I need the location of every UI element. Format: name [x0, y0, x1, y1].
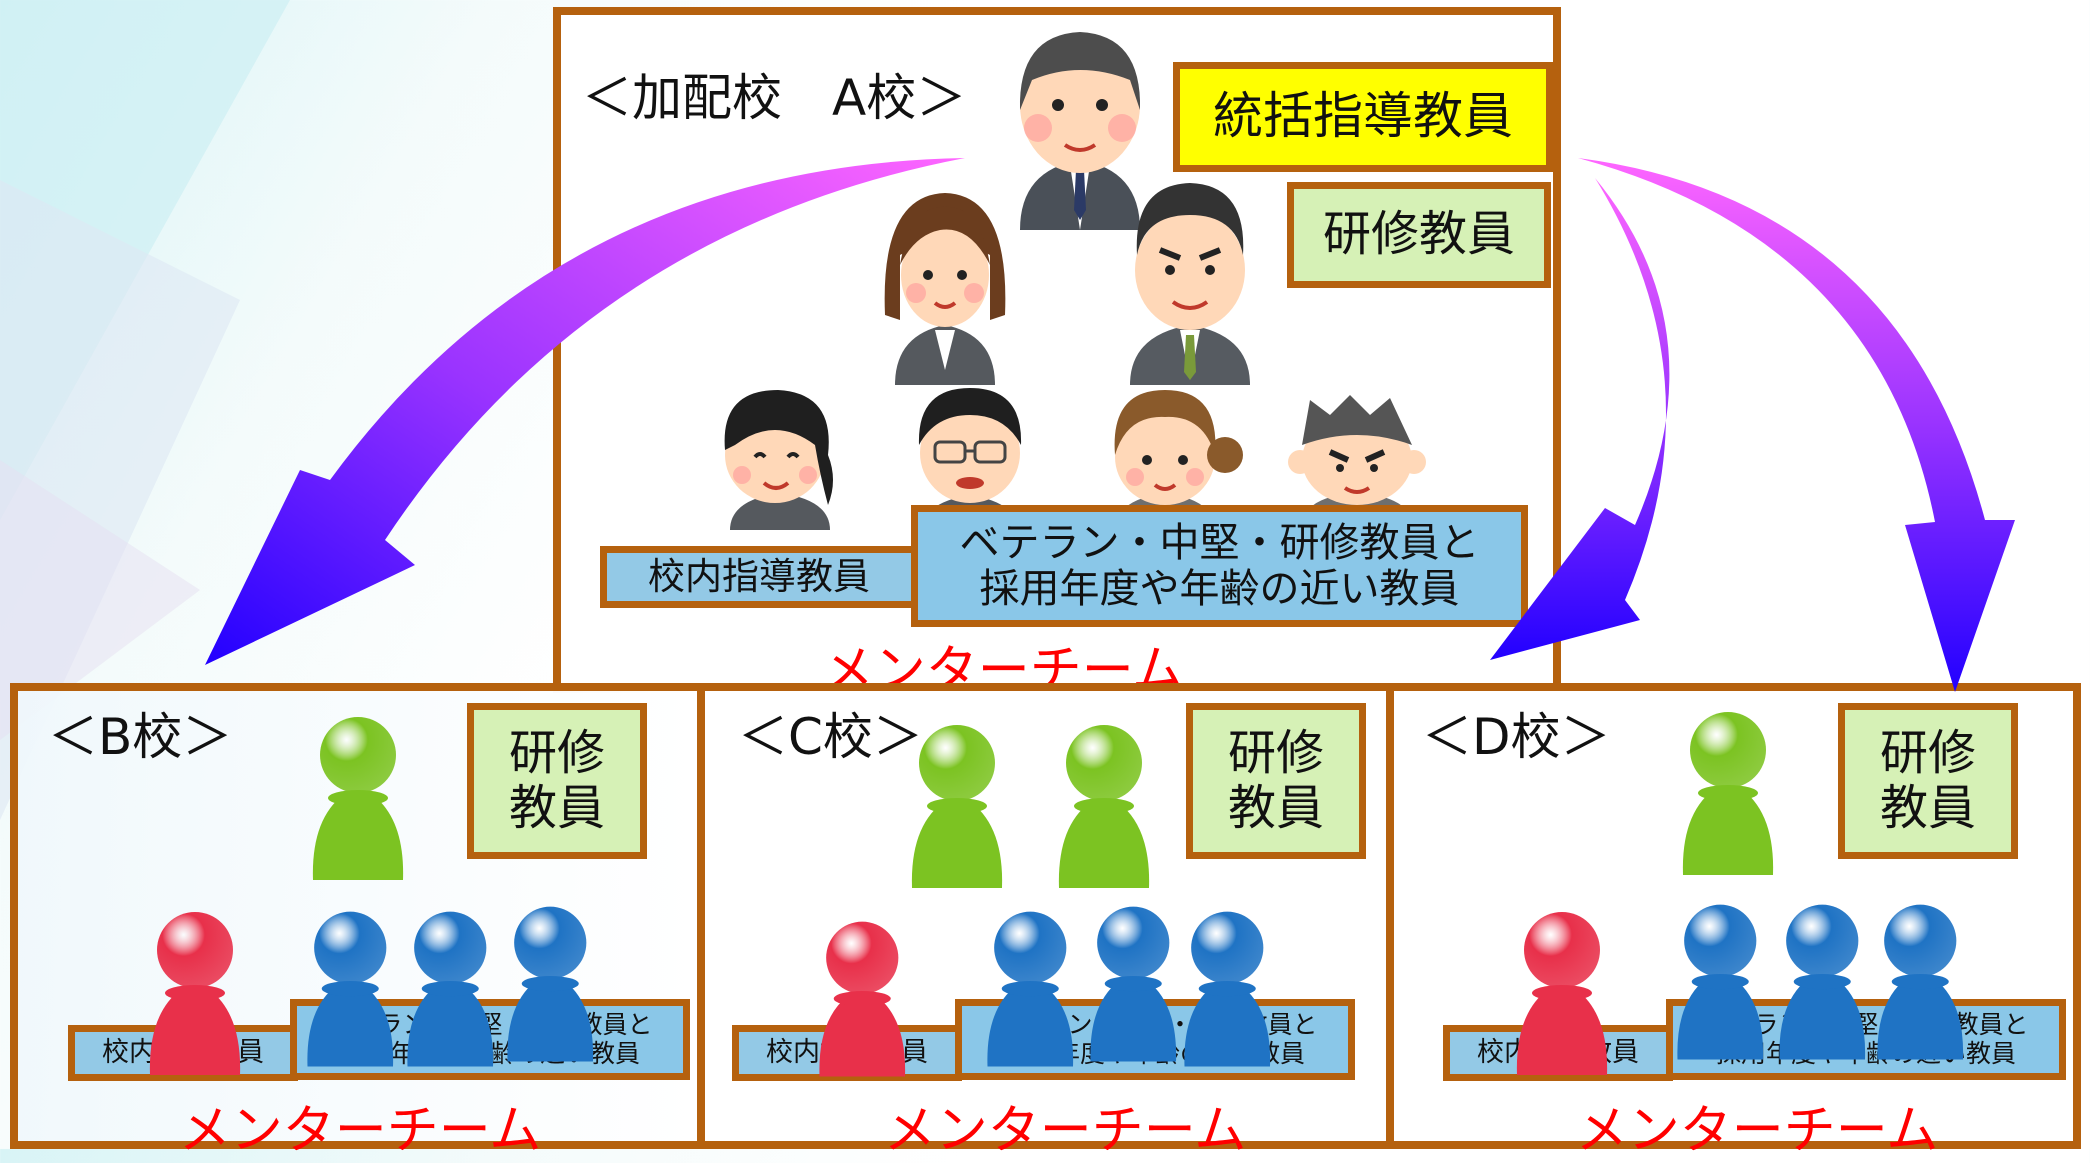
member-pawn-icon [507, 906, 593, 1062]
trainer-line2: 教員 [508, 780, 605, 836]
young-teacher-1-icon [724, 390, 833, 530]
trainer-line1: 研修 [1227, 724, 1324, 781]
school-c-trainer-label: 研修 教員 [1186, 703, 1366, 859]
school-a-in-school-label: 校内指導教員 [600, 546, 918, 608]
team-desc-line1: ベテラン・中堅・研修教員と [959, 520, 1480, 566]
trainer-line2: 教員 [1227, 780, 1324, 836]
school-b-title: ＜B校＞ [48, 708, 233, 766]
member-pawn-icon [407, 911, 493, 1067]
member-pawn-icon [1677, 904, 1763, 1060]
team-desc-line2: 採用年度や年齢の近い教員 [1715, 1038, 2016, 1068]
school-a-trainer-label: 研修教員 [1287, 182, 1551, 288]
school-a-team-desc: ベテラン・中堅・研修教員と 採用年度や年齢の近い教員 [911, 505, 1528, 627]
in-school-pawn-icon [1516, 912, 1608, 1075]
member-pawn-icon [1779, 904, 1865, 1060]
supervisor-label: 統括指導教員 [1173, 62, 1553, 172]
school-b-trainer-label: 研修 教員 [467, 703, 647, 859]
arrow-to-school-c-icon [1490, 178, 1670, 660]
teacher-man-icon [1130, 183, 1250, 385]
in-school-pawn-icon [819, 921, 905, 1077]
team-desc-line2: 採用年度や年齢の近い教員 [979, 566, 1460, 612]
member-pawn-icon [1184, 911, 1270, 1067]
member-pawn-icon [1090, 906, 1176, 1062]
member-pawn-icon [307, 911, 393, 1067]
trainer-line1: 研修 [1879, 724, 1976, 781]
school-d-title: ＜D校＞ [1422, 708, 1611, 766]
trainer-pawn-icon [1682, 712, 1774, 875]
trainer-pawn-icon [911, 725, 1003, 888]
school-d-trainer-label: 研修 教員 [1838, 703, 2018, 859]
trainer-line2: 教員 [1879, 780, 1976, 836]
member-pawn-icon [987, 911, 1073, 1067]
school-a-title: ＜加配校 A校＞ [582, 69, 967, 127]
trainer-line1: 研修 [508, 724, 605, 781]
in-school-pawn-icon [149, 912, 241, 1075]
supervisor-person-icon [1019, 32, 1141, 230]
trainer-pawn-icon [312, 717, 404, 880]
member-pawn-icon [1877, 904, 1963, 1060]
arrow-to-school-b-icon [205, 158, 965, 665]
arrow-to-school-d-icon [1578, 158, 2015, 692]
school-c-title: ＜C校＞ [738, 708, 923, 766]
trainer-pawn-icon [1058, 725, 1150, 888]
teacher-woman-icon [884, 193, 1006, 385]
